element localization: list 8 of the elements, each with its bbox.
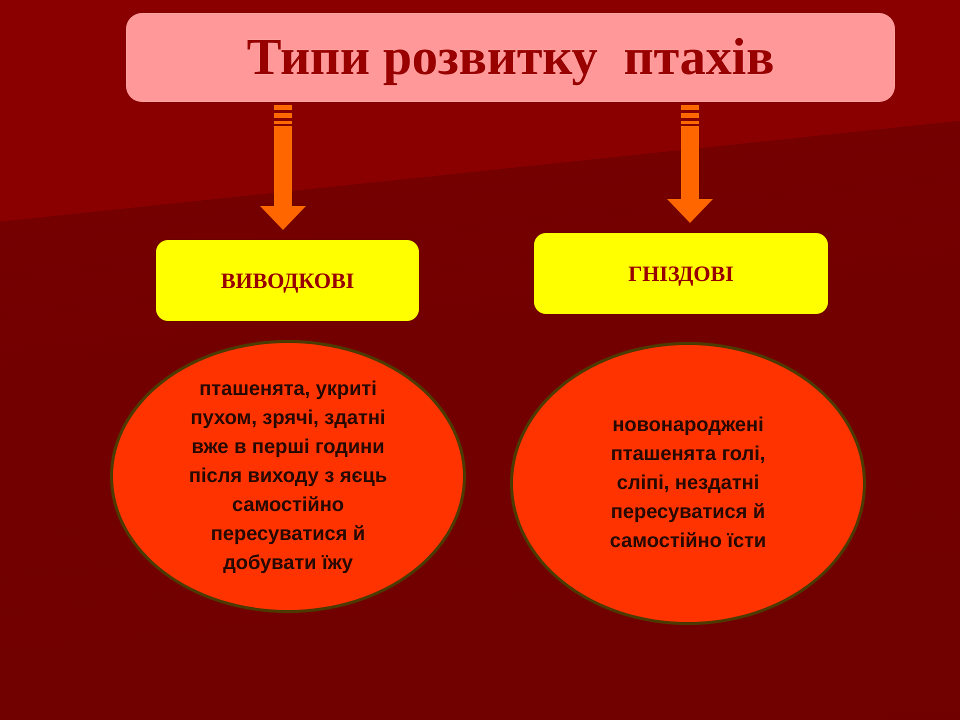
description-text: новонароджені пташенята голі, сліпі, нездатні пересуватися й самостійно їсти [608,413,768,554]
title-box [126,13,895,102]
description-text: пташенята, укриті пухом, зрячі, здатні вже в перші години після виходу з яєць самостійно пересуватися й добувати їжу [188,377,388,576]
category-box [534,233,828,314]
title-text: Типи розвитку птахів [246,28,774,88]
category-label: ВИВОДКОВІ [220,267,354,295]
category-label: ГНІЗДОВІ [628,260,734,288]
category-box [156,240,419,321]
